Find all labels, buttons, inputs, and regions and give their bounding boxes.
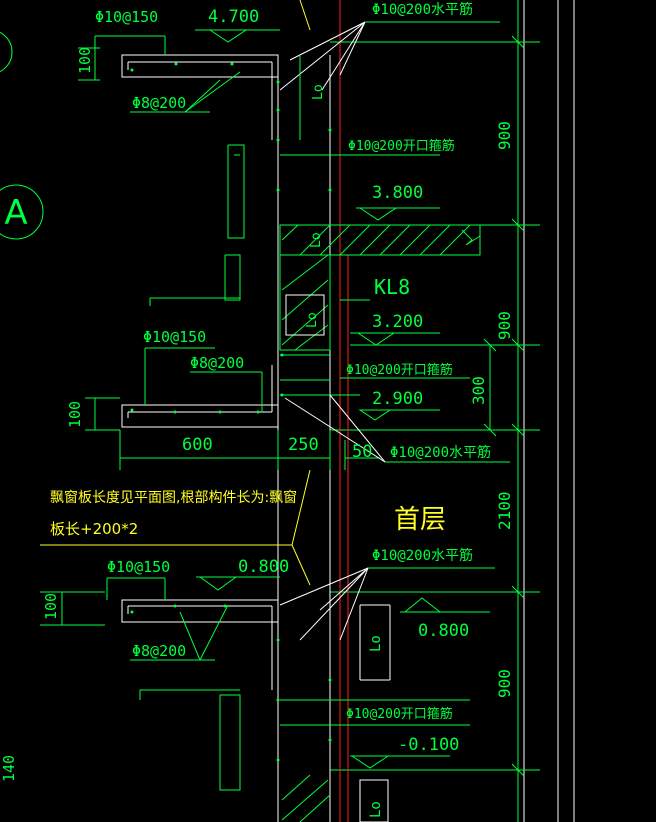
dim-900-bot: 900: [495, 669, 514, 698]
dim-300: 300: [469, 376, 488, 405]
axis-label: A: [4, 193, 27, 233]
rebar-hbar-2: Φ10@200水平筋: [390, 444, 491, 461]
rebar-hbar-3: Φ10@200水平筋: [372, 547, 473, 564]
dim-250: 250: [288, 435, 319, 455]
lap-lo-4: Lo: [368, 635, 384, 652]
rebar-stirrup-3: Φ10@200开口箍筋: [346, 706, 453, 722]
drawing-lines: [0, 0, 575, 822]
dim-600: 600: [182, 435, 213, 455]
rebar-stirrup-2: Φ10@200开口箍筋: [346, 362, 453, 378]
dim-900-mid: 900: [495, 311, 514, 340]
elev-3200: 3.200: [372, 312, 423, 332]
dim-100-top: 100: [76, 47, 94, 74]
dim-100-mid: 100: [66, 401, 84, 428]
lap-lo-1: Lo: [311, 84, 326, 100]
dim-140: 140: [0, 755, 18, 782]
dim-100-bot: 100: [42, 593, 60, 620]
elev-2900: 2.900: [372, 389, 423, 409]
dim-900-top: 900: [495, 121, 514, 150]
elev-0800-right: 0.800: [418, 621, 469, 641]
dim-2100: 2100: [495, 491, 514, 530]
rebar-bot-slab-1: Φ8@200: [132, 94, 186, 112]
lap-lo-5: Lo: [368, 801, 384, 818]
note-line-2: 板长+200*2: [50, 520, 138, 538]
beam-label: KL8: [374, 275, 410, 299]
elev-4700: 4.700: [208, 7, 259, 27]
rebar-top-slab-1: Φ10@150: [95, 8, 158, 26]
rebar-dots: [130, 62, 332, 762]
rebar-hbar-1: Φ10@200水平筋: [372, 1, 473, 18]
floor-label: 首层: [394, 505, 446, 535]
lap-lo-2: Lo: [309, 232, 324, 248]
dim-50: 50: [352, 442, 372, 462]
rebar-bot-slab-3: Φ8@200: [132, 642, 186, 660]
rebar-top-slab-3: Φ10@150: [107, 558, 170, 576]
rebar-bot-slab-2: Φ8@200: [190, 354, 244, 372]
elev-3800: 3.800: [372, 183, 423, 203]
note-line-1: 飘窗板长度见平面图,根部构件长为:飘窗: [50, 489, 297, 506]
elev-0800-left: 0.800: [238, 557, 289, 577]
elev-minus-0100: -0.100: [398, 735, 459, 755]
rebar-stirrup-1: Φ10@200开口箍筋: [348, 138, 455, 154]
rebar-top-slab-2: Φ10@150: [143, 328, 206, 346]
lap-lo-3: Lo: [305, 312, 320, 328]
